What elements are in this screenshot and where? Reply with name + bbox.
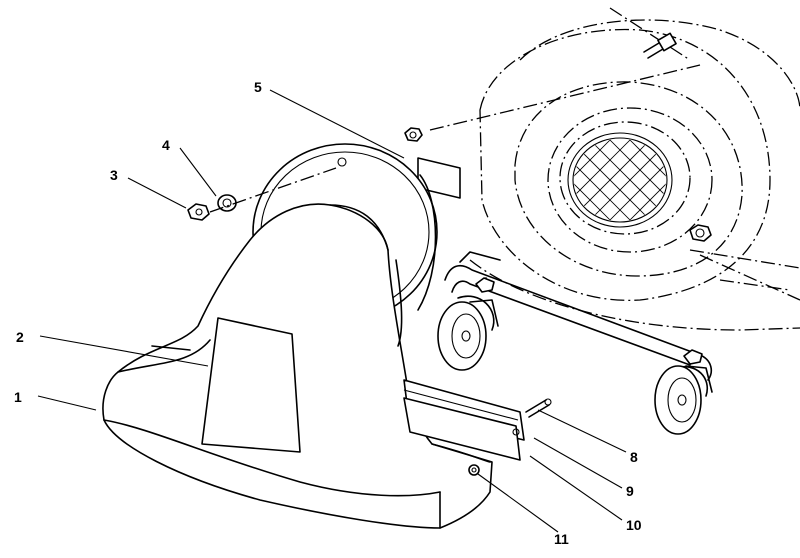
intake-screen xyxy=(567,132,673,228)
callout-labels: 1 2 3 4 5 8 9 10 11 xyxy=(14,79,642,547)
bolt-axis-line xyxy=(209,167,337,213)
callout-10: 10 xyxy=(626,517,642,533)
caster-frame xyxy=(444,251,713,381)
callout-9: 9 xyxy=(626,483,634,499)
callout-5: 5 xyxy=(254,79,262,95)
callout-3: 3 xyxy=(110,167,118,183)
callout-1: 1 xyxy=(14,389,22,405)
callout-2: 2 xyxy=(16,329,24,345)
phantom-blower-unit xyxy=(429,7,800,331)
hex-nut-icon xyxy=(689,224,712,242)
hex-nut-icon xyxy=(187,203,210,221)
callout-4: 4 xyxy=(162,137,170,153)
screw-icon xyxy=(468,464,480,476)
callout-8: 8 xyxy=(630,449,638,465)
discharge-chute xyxy=(102,143,493,529)
bolt-icon xyxy=(643,32,677,59)
leader-lines xyxy=(37,89,627,533)
hex-nut-icon xyxy=(404,127,423,142)
latch-bar-assembly xyxy=(403,379,525,461)
caster-wheel-icon xyxy=(437,295,499,371)
callout-11: 11 xyxy=(554,531,569,547)
caster-wheel-icon xyxy=(654,365,713,435)
